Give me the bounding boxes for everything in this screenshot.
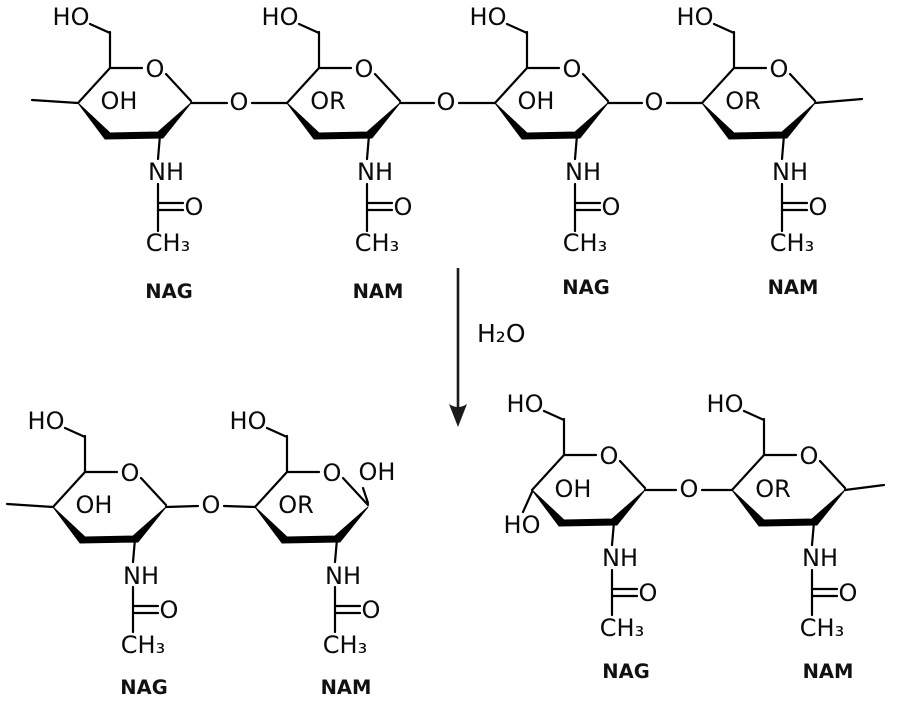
carbonyl-oxygen-label: O	[809, 193, 828, 221]
glycosidic-oxygen-label: O	[680, 475, 699, 503]
glycosidic-oxygen-label: O	[645, 88, 664, 116]
c3-or-label: OR	[725, 87, 761, 115]
ring-oxygen-label: O	[800, 442, 819, 470]
bottom-right-ring-nam: HO O OR NH O CH₃ NAM	[707, 390, 886, 683]
n-acetyl-methyl-label: CH₃	[600, 614, 644, 642]
n-acetyl-methyl-label: CH₃	[323, 631, 367, 659]
ring-bonds	[521, 409, 647, 617]
ring-bonds	[5, 426, 168, 634]
anomeric-hydroxyl-label: OH	[359, 458, 396, 486]
glycosidic-link-1: O	[189, 88, 289, 116]
hydroxymethyl-ho-label: HO	[470, 3, 507, 31]
residue-name-label: NAG	[562, 276, 609, 299]
ring-bonds	[30, 22, 193, 233]
ring-oxygen-label: O	[355, 55, 374, 83]
bottom-left-ring-nam: HO O OR OH NH O CH₃ NAM	[230, 407, 396, 699]
c3-or-label: OR	[310, 87, 346, 115]
c4-hydroxyl-ho-label: HO	[504, 511, 541, 539]
amide-nh-label: NH	[772, 158, 808, 186]
glycosidic-bonds	[164, 504, 257, 509]
n-acetyl-methyl-label: CH₃	[563, 229, 607, 257]
residue-name-label: NAM	[768, 276, 819, 299]
ring-bonds	[730, 409, 886, 617]
hydroxymethyl-ho-label: HO	[677, 3, 714, 31]
hydroxymethyl-ho-label: HO	[262, 3, 299, 31]
c3-hydroxyl-label: OH	[76, 491, 113, 519]
glycosidic-link-3: O	[606, 88, 704, 116]
ring-wedge-bonds	[254, 506, 369, 544]
ring-bonds	[493, 22, 610, 233]
hydroxymethyl-ho-label: HO	[507, 390, 544, 418]
glycosidic-oxygen-label: O	[230, 88, 249, 116]
bottom-right-ring-nag: HO O OH HO NH O CH₃ NAG	[504, 390, 658, 683]
ring-oxygen-label: O	[146, 55, 165, 83]
hydroxymethyl-ho-label: HO	[707, 390, 744, 418]
ring-oxygen-label: O	[770, 55, 789, 83]
water-label: H₂O	[477, 319, 526, 348]
carbonyl-oxygen-label: O	[602, 193, 621, 221]
hydroxymethyl-ho-label: HO	[230, 407, 267, 435]
ring-oxygen-label: O	[563, 55, 582, 83]
top-ring-3-nag: HO O OH NH O CH₃ NAG	[470, 3, 621, 299]
c3-hydroxyl-label: OH	[101, 87, 138, 115]
n-acetyl-methyl-label: CH₃	[121, 631, 165, 659]
carbonyl-oxygen-label: O	[394, 193, 413, 221]
residue-name-label: NAG	[145, 280, 192, 303]
n-acetyl-methyl-label: CH₃	[770, 229, 814, 257]
n-acetyl-methyl-label: CH₃	[355, 229, 399, 257]
glycosidic-link-2: O	[398, 88, 497, 116]
carbonyl-oxygen-label: O	[185, 193, 204, 221]
amide-nh-label: NH	[357, 158, 393, 186]
ring-wedge-bonds	[701, 102, 816, 140]
residue-name-label: NAM	[803, 660, 854, 683]
ring-oxygen-label: O	[600, 442, 619, 470]
amide-nh-label: NH	[565, 158, 601, 186]
c3-or-label: OR	[755, 475, 791, 503]
glycosidic-link-bottom-left: O	[164, 491, 257, 519]
residue-name-label: NAM	[353, 280, 404, 303]
bottom-left-disaccharide: HO O OH NH O CH₃ NAG O HO O OR OH NH O C…	[5, 407, 396, 699]
top-ring-2-nam: HO O OR NH O CH₃ NAM	[262, 3, 413, 303]
ring-wedge-bonds	[731, 489, 846, 527]
carbonyl-oxygen-label: O	[160, 596, 179, 624]
ring-oxygen-label: O	[121, 459, 140, 487]
n-acetyl-methyl-label: CH₃	[800, 614, 844, 642]
carbonyl-oxygen-label: O	[639, 579, 658, 607]
c3-or-label: OR	[278, 491, 314, 519]
amide-nh-label: NH	[148, 158, 184, 186]
bottom-right-disaccharide: HO O OH HO NH O CH₃ NAG O HO O OR NH O C…	[504, 390, 886, 683]
ring-bonds	[285, 22, 402, 233]
hydroxymethyl-ho-label: HO	[53, 3, 90, 31]
glycosidic-oxygen-label: O	[437, 88, 456, 116]
amide-nh-label: NH	[602, 544, 638, 572]
amide-nh-label: NH	[123, 562, 159, 590]
residue-name-label: NAM	[321, 676, 372, 699]
amide-nh-label: NH	[325, 562, 361, 590]
top-ring-1-nag: HO O OH NH O CH₃ NAG	[30, 3, 204, 303]
c3-hydroxyl-label: OH	[555, 475, 592, 503]
glycosidic-link-bottom-right: O	[643, 475, 734, 503]
top-ring-4-nam: HO O OR NH O CH₃ NAM	[677, 3, 864, 299]
ring-bonds	[253, 426, 370, 634]
hydroxymethyl-ho-label: HO	[28, 407, 65, 435]
carbonyl-oxygen-label: O	[839, 579, 858, 607]
c3-hydroxyl-label: OH	[518, 87, 555, 115]
top-chain: HO O OH NH O CH₃ NAG O HO O OR NH O CH₃ …	[30, 3, 864, 303]
residue-name-label: NAG	[120, 676, 167, 699]
n-acetyl-methyl-label: CH₃	[146, 229, 190, 257]
reaction-arrowhead	[449, 404, 467, 427]
glycosidic-oxygen-label: O	[202, 491, 221, 519]
ring-oxygen-label: O	[323, 459, 342, 487]
residue-name-label: NAG	[602, 660, 649, 683]
reaction-arrow-group: H₂O	[449, 268, 526, 427]
carbonyl-oxygen-label: O	[362, 596, 381, 624]
bottom-left-ring-nag: HO O OH NH O CH₃ NAG	[5, 407, 179, 699]
amide-nh-label: NH	[802, 544, 838, 572]
ring-bonds	[700, 22, 864, 233]
